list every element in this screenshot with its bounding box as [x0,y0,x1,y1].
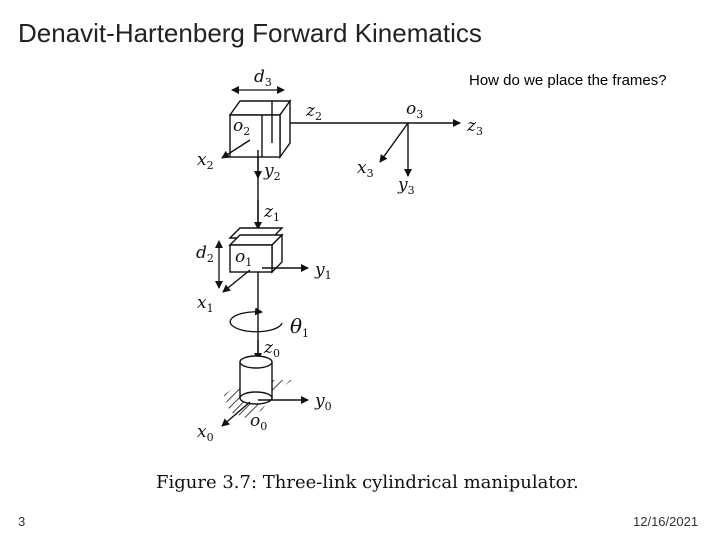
label-y3: y3 [397,175,415,197]
axis-x2 [221,139,251,159]
label-z3: z3 [466,116,483,138]
slide-title: Denavit-Hartenberg Forward Kinematics [18,18,482,48]
middle-block [228,227,284,274]
label-y1: y1 [314,260,332,282]
label-x1: x1 [197,293,214,315]
label-o2: o2 [233,116,250,138]
label-theta1: θ1 [290,314,309,340]
axis-x0 [221,401,251,427]
label-x3: x3 [357,158,374,180]
slide-date: 12/16/2021 [633,514,699,529]
label-y2: y2 [263,161,281,183]
base-cylinder [239,355,273,405]
label-o0: o0 [250,411,267,433]
top-block [228,98,292,160]
label-x2: x2 [197,150,214,172]
axis-x1 [222,269,251,293]
figure-caption: Figure 3.7: Three-link cylindrical manip… [156,472,579,493]
slide-number: 3 [18,514,26,529]
label-z2: z2 [305,101,322,123]
label-d2: d2 [196,243,214,265]
axis-x3 [379,122,409,163]
label-o1: o1 [235,247,252,269]
label-z1: z1 [263,202,280,224]
label-o3: o3 [406,99,423,121]
label-z0: z0 [263,338,280,360]
label-d3: d3 [254,67,272,89]
slide-question: How do we place the frames? [469,72,667,89]
label-x0: x0 [197,422,214,444]
label-y0: y0 [314,391,332,413]
theta1-rotation [229,307,283,333]
